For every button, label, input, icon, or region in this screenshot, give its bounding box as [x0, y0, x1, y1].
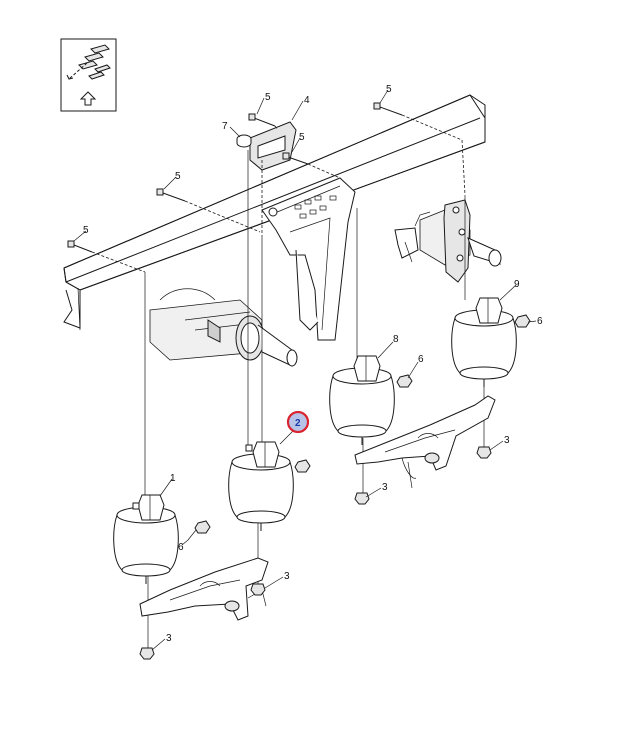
callout-5-right: 5: [386, 84, 392, 95]
lower-bracket-front: [139, 557, 269, 621]
callout-5-far-left: 5: [83, 225, 89, 236]
air-spring-1: [113, 494, 179, 584]
nut-6-b: [294, 459, 311, 473]
callout-6-rear: 6: [418, 354, 424, 365]
callout-3-front-bracket: 3: [284, 571, 290, 582]
callout-1: 1: [170, 473, 176, 484]
bolt-5-mid: [282, 152, 309, 165]
bolt-3-a: [139, 647, 155, 660]
air-spring-9: [451, 297, 517, 387]
air-spring-8: [329, 355, 395, 445]
callout-4: 4: [304, 95, 310, 106]
bolt-5-left: [156, 188, 186, 202]
callout-6-front: 6: [178, 542, 184, 553]
frame-cross-member: [63, 94, 486, 331]
callout-9: 9: [514, 279, 520, 290]
callout-3-rear-bolt: 3: [382, 482, 388, 493]
callout-2-highlight: [286, 410, 310, 434]
nut-6-c: [396, 374, 413, 388]
nut-6-a: [194, 520, 211, 534]
callout-3-front-bolt: 3: [166, 633, 172, 644]
callout-3-rear-bracket: 3: [504, 435, 510, 446]
leader-lines: [73, 89, 537, 651]
front-direction-arrow-icon: [60, 38, 117, 112]
rear-axle-housing: [149, 288, 298, 367]
callout-6-far-rear: 6: [537, 316, 543, 327]
bolt-3-c: [354, 492, 370, 505]
assembly-guide-lines: [91, 114, 466, 273]
callout-5-left: 5: [175, 171, 181, 182]
nut-6-d: [514, 314, 531, 328]
bolt-5-right: [373, 102, 403, 116]
bolt-3-d: [476, 446, 492, 459]
callout-5-mid: 5: [299, 132, 305, 143]
callout-8: 8: [393, 334, 399, 345]
callout-2: 2: [295, 418, 301, 429]
center-hanger-bracket: [261, 177, 356, 341]
callout-7: 7: [222, 121, 228, 132]
air-spring-2: [228, 441, 294, 531]
upper-mounting-bracket: [236, 121, 297, 171]
lower-bracket-rear: [354, 395, 496, 489]
steering-knuckle-hub: [394, 199, 502, 283]
bolt-5-far-left: [67, 240, 93, 253]
callout-5-top: 5: [265, 92, 271, 103]
bolt-5-top: [248, 113, 276, 127]
bolt-3-b: [250, 583, 266, 596]
